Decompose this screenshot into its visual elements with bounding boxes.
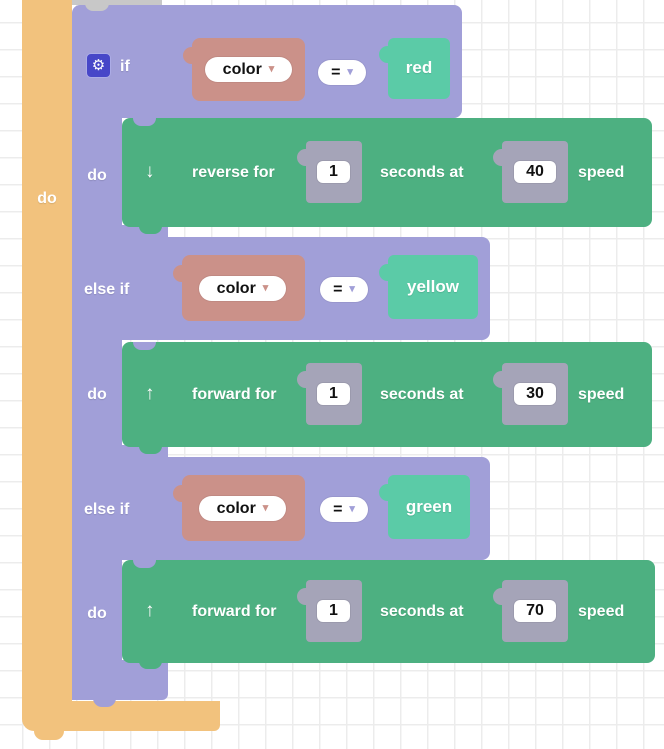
next-connector-tab (139, 661, 162, 669)
if-keyword-label: if (120, 58, 130, 75)
if-block-bottom-tab (93, 698, 116, 707)
chevron-down-icon: ▾ (347, 66, 353, 78)
seconds-at-label: seconds at (380, 386, 464, 403)
action-verb-label: reverse for (192, 164, 275, 181)
speed-field-2[interactable]: 30 (514, 383, 556, 405)
value-label: yellow (407, 277, 459, 296)
speed-label: speed (578, 386, 625, 403)
variable-block-color-2[interactable]: color ▾ (173, 255, 305, 321)
number-holder-block[interactable]: 1 (297, 580, 362, 642)
duration-field-1[interactable]: 1 (317, 161, 350, 183)
value-block-green[interactable]: green (379, 475, 470, 539)
chevron-down-icon: ▾ (268, 63, 275, 75)
operator-dropdown-3[interactable]: = ▾ (320, 497, 368, 522)
do-branch-label-1: do (87, 167, 107, 184)
chevron-down-icon: ▾ (262, 282, 269, 294)
color-dropdown-3[interactable]: color ▾ (199, 496, 286, 521)
action-block-forward-1[interactable]: ↑ forward for 1 seconds at 30 speed (122, 342, 652, 447)
puzzle-tab-icon (297, 371, 307, 388)
value-label: green (405, 497, 453, 516)
operator-label: = (333, 280, 343, 298)
operator-label: = (331, 63, 341, 81)
do-wrapper-block-column[interactable] (22, 0, 72, 715)
gear-icon[interactable]: ⚙ (86, 53, 111, 78)
arrow-down-icon: ↓ (145, 161, 155, 182)
value-label: red (405, 58, 433, 77)
color-dropdown-label: color (216, 279, 256, 297)
elseif-keyword-label-2: else if (84, 501, 130, 518)
if-block-spine[interactable] (72, 100, 122, 700)
number-holder-block[interactable]: 40 (493, 141, 568, 203)
seconds-at-label: seconds at (380, 164, 464, 181)
previous-block-tab (85, 0, 109, 11)
variable-block-color-3[interactable]: color ▾ (173, 475, 305, 541)
puzzle-tab-icon (297, 149, 307, 166)
chevron-down-icon: ▾ (262, 502, 269, 514)
speed-label: speed (578, 164, 625, 181)
value-block-yellow[interactable]: yellow (379, 255, 478, 319)
speed-field-1[interactable]: 40 (514, 161, 556, 183)
do-wrapper-block-bottom-arm[interactable] (22, 701, 220, 731)
number-holder-block[interactable]: 30 (493, 363, 568, 425)
action-verb-label: forward for (192, 603, 277, 620)
operator-dropdown-1[interactable]: = ▾ (318, 60, 366, 85)
do-branch-label-3: do (87, 605, 107, 622)
puzzle-tab-icon (493, 149, 503, 166)
duration-field-3[interactable]: 1 (317, 600, 350, 622)
value-block-red[interactable]: red (379, 38, 450, 99)
puzzle-tab-icon (297, 588, 307, 605)
speed-field-3[interactable]: 70 (514, 600, 556, 622)
duration-field-2[interactable]: 1 (317, 383, 350, 405)
action-block-reverse[interactable]: ↓ reverse for 1 seconds at 40 speed (122, 118, 652, 227)
previous-block-fragment (72, 0, 162, 5)
number-holder-block[interactable]: 1 (297, 141, 362, 203)
arrow-up-icon: ↑ (145, 383, 155, 404)
number-holder-block[interactable]: 1 (297, 363, 362, 425)
puzzle-tab-icon (173, 265, 183, 282)
next-connector-tab (139, 446, 162, 454)
color-dropdown-label: color (216, 499, 256, 517)
next-connector-tab (139, 226, 162, 234)
action-verb-label: forward for (192, 386, 277, 403)
do-wrapper-label: do (37, 190, 57, 207)
puzzle-tab-icon (379, 484, 389, 501)
seconds-at-label: seconds at (380, 603, 464, 620)
color-dropdown-2[interactable]: color ▾ (199, 276, 286, 301)
do-wrapper-bottom-tab (34, 729, 64, 740)
chevron-down-icon: ▾ (349, 283, 355, 295)
puzzle-tab-icon (379, 46, 389, 63)
statement-connector-tab (133, 342, 156, 350)
elseif-keyword-label-1: else if (84, 281, 130, 298)
puzzle-tab-icon (183, 47, 193, 64)
chevron-down-icon: ▾ (349, 503, 355, 515)
variable-block-color-1[interactable]: color ▾ (183, 38, 305, 101)
puzzle-tab-icon (379, 264, 389, 281)
arrow-up-icon: ↑ (145, 600, 155, 621)
puzzle-tab-icon (493, 371, 503, 388)
operator-dropdown-2[interactable]: = ▾ (320, 277, 368, 302)
puzzle-tab-icon (173, 485, 183, 502)
statement-connector-tab (133, 560, 156, 568)
number-holder-block[interactable]: 70 (493, 580, 568, 642)
color-dropdown-label: color (222, 60, 262, 78)
puzzle-tab-icon (493, 588, 503, 605)
speed-label: speed (578, 603, 625, 620)
do-branch-label-2: do (87, 386, 107, 403)
action-block-forward-2[interactable]: ↑ forward for 1 seconds at 70 speed (122, 560, 655, 663)
color-dropdown-1[interactable]: color ▾ (205, 57, 292, 82)
operator-label: = (333, 500, 343, 518)
statement-connector-tab (133, 118, 156, 126)
